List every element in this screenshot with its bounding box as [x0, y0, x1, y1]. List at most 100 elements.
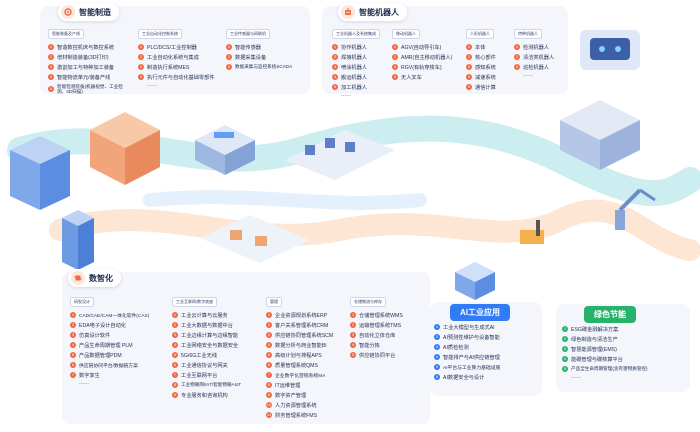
mfg-sub-sensors: 工业传感器与网联机 [226, 29, 270, 39]
storage-shelves [560, 100, 640, 170]
assembly-line [285, 130, 395, 180]
digital-sub-iiot: 工业互联网/数字底座 [172, 297, 218, 307]
ai-header[interactable]: AI工业应用 [450, 304, 510, 321]
flow-path-teal [7, 115, 700, 207]
mfg-sub-automation: 工业自动化控制系统 [138, 29, 182, 39]
robot-head-right [580, 30, 640, 70]
ellipsis: …… [79, 380, 89, 386]
smart-manufacturing-title: 智能制造 [79, 7, 111, 17]
smart-manufacturing-header[interactable]: 智能制造 [58, 3, 119, 21]
green-header[interactable]: 绿色节能 [584, 306, 636, 323]
server-tower [10, 136, 70, 210]
robot-icon [341, 5, 355, 19]
ai-title: AI工业应用 [460, 308, 500, 317]
robot-sub-special: 特种机器人 [514, 29, 542, 39]
digital-header[interactable]: 数智化 [68, 269, 121, 287]
mfg-sub-equipment: 智能装备及产线 [48, 29, 84, 39]
flow-path-peach [49, 199, 700, 261]
smart-robot-header[interactable]: 智能机器人 [338, 3, 407, 21]
green-title: 绿色节能 [594, 310, 626, 319]
ellipsis: …… [523, 72, 533, 78]
